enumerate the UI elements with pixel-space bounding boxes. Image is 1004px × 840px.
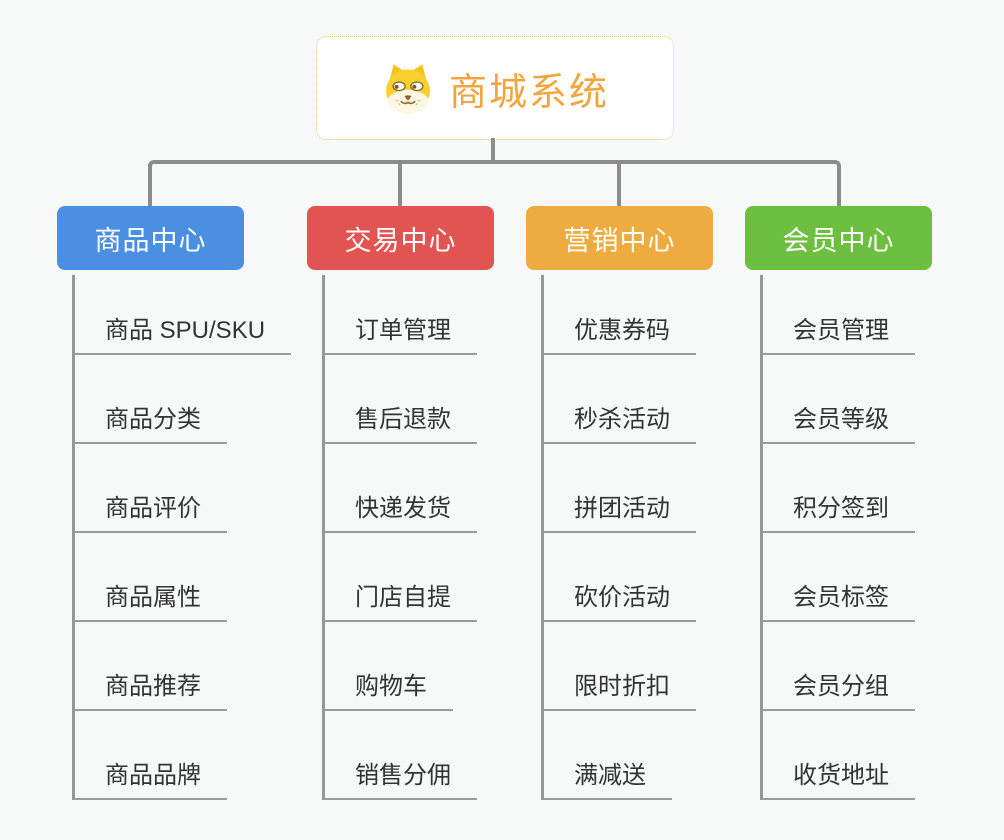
leaf-node[interactable]: 满减送	[541, 755, 672, 800]
connector-bus	[148, 160, 841, 206]
leaf-node[interactable]: 秒杀活动	[541, 399, 696, 444]
leaf-node[interactable]: 砍价活动	[541, 577, 696, 622]
leaf-row: 会员标签	[745, 533, 985, 622]
leaf-node[interactable]: 会员等级	[760, 399, 915, 444]
leaf-row: 商品分类	[57, 355, 297, 444]
connector-drop-2	[398, 162, 402, 206]
connector-column-line	[322, 275, 325, 800]
leaf-row: 商品属性	[57, 533, 297, 622]
leaf-row: 销售分佣	[307, 711, 547, 800]
root-title: 商城系统	[448, 71, 609, 114]
leaf-row: 商品评价	[57, 444, 297, 533]
branch-2: 交易中心订单管理售后退款快递发货门店自提购物车销售分佣	[307, 206, 547, 800]
leaf-list: 优惠券码秒杀活动拼团活动砍价活动限时折扣满减送	[526, 270, 766, 800]
branch-node[interactable]: 交易中心	[307, 206, 494, 270]
leaf-list: 商品 SPU/SKU 商品分类商品评价商品属性商品推荐商品品牌	[57, 270, 297, 800]
leaf-node[interactable]: 售后退款	[322, 399, 477, 444]
leaf-node[interactable]: 快递发货	[322, 488, 477, 533]
root-node[interactable]: 商城系统	[316, 36, 674, 140]
leaf-node[interactable]: 商品属性	[72, 577, 227, 622]
leaf-row: 砍价活动	[526, 533, 766, 622]
leaf-node[interactable]: 会员标签	[760, 577, 915, 622]
leaf-row: 快递发货	[307, 444, 547, 533]
connector-column-line	[760, 275, 763, 800]
leaf-list: 订单管理售后退款快递发货门店自提购物车销售分佣	[307, 270, 547, 800]
connector-root-stub	[491, 138, 495, 164]
leaf-node[interactable]: 门店自提	[322, 577, 477, 622]
leaf-row: 商品推荐	[57, 622, 297, 711]
doge-icon	[381, 61, 435, 115]
leaf-row: 积分签到	[745, 444, 985, 533]
leaf-row: 秒杀活动	[526, 355, 766, 444]
leaf-node[interactable]: 购物车	[322, 666, 453, 711]
branch-label: 交易中心	[344, 225, 457, 256]
leaf-row: 满减送	[526, 711, 766, 800]
leaf-row: 会员管理	[745, 270, 985, 355]
leaf-node[interactable]: 限时折扣	[541, 666, 696, 711]
leaf-row: 门店自提	[307, 533, 547, 622]
branch-1: 商品中心商品 SPU/SKU 商品分类商品评价商品属性商品推荐商品品牌	[57, 206, 297, 800]
leaf-node[interactable]: 商品评价	[72, 488, 227, 533]
branch-label: 商品中心	[94, 225, 207, 256]
connector-column-line	[72, 275, 75, 800]
leaf-node[interactable]: 商品推荐	[72, 666, 227, 711]
branch-label: 会员中心	[782, 225, 895, 256]
leaf-node[interactable]: 销售分佣	[322, 755, 477, 800]
branch-node[interactable]: 会员中心	[745, 206, 932, 270]
leaf-row: 订单管理	[307, 270, 547, 355]
branch-node[interactable]: 营销中心	[526, 206, 713, 270]
connector-column-line	[541, 275, 544, 800]
branch-4: 会员中心会员管理会员等级积分签到会员标签会员分组收货地址	[745, 206, 985, 800]
leaf-row: 售后退款	[307, 355, 547, 444]
leaf-row: 商品品牌	[57, 711, 297, 800]
leaf-row: 收货地址	[745, 711, 985, 800]
leaf-list: 会员管理会员等级积分签到会员标签会员分组收货地址	[745, 270, 985, 800]
leaf-node[interactable]: 商品品牌	[72, 755, 227, 800]
branch-node[interactable]: 商品中心	[57, 206, 244, 270]
leaf-row: 商品 SPU/SKU	[57, 270, 297, 355]
leaf-node[interactable]: 收货地址	[760, 755, 915, 800]
leaf-node[interactable]: 商品 SPU/SKU	[72, 310, 292, 355]
leaf-node[interactable]: 会员管理	[760, 310, 915, 355]
leaf-row: 拼团活动	[526, 444, 766, 533]
leaf-node[interactable]: 优惠券码	[541, 310, 696, 355]
leaf-row: 会员分组	[745, 622, 985, 711]
leaf-node[interactable]: 商品分类	[72, 399, 227, 444]
leaf-row: 限时折扣	[526, 622, 766, 711]
leaf-node[interactable]: 订单管理	[322, 310, 477, 355]
leaf-node[interactable]: 会员分组	[760, 666, 915, 711]
branch-3: 营销中心优惠券码秒杀活动拼团活动砍价活动限时折扣满减送	[526, 206, 766, 800]
connector-drop-3	[617, 162, 621, 206]
leaf-row: 购物车	[307, 622, 547, 711]
branch-label: 营销中心	[563, 225, 676, 256]
leaf-row: 会员等级	[745, 355, 985, 444]
leaf-node[interactable]: 拼团活动	[541, 488, 696, 533]
leaf-node[interactable]: 积分签到	[760, 488, 915, 533]
leaf-row: 优惠券码	[526, 270, 766, 355]
